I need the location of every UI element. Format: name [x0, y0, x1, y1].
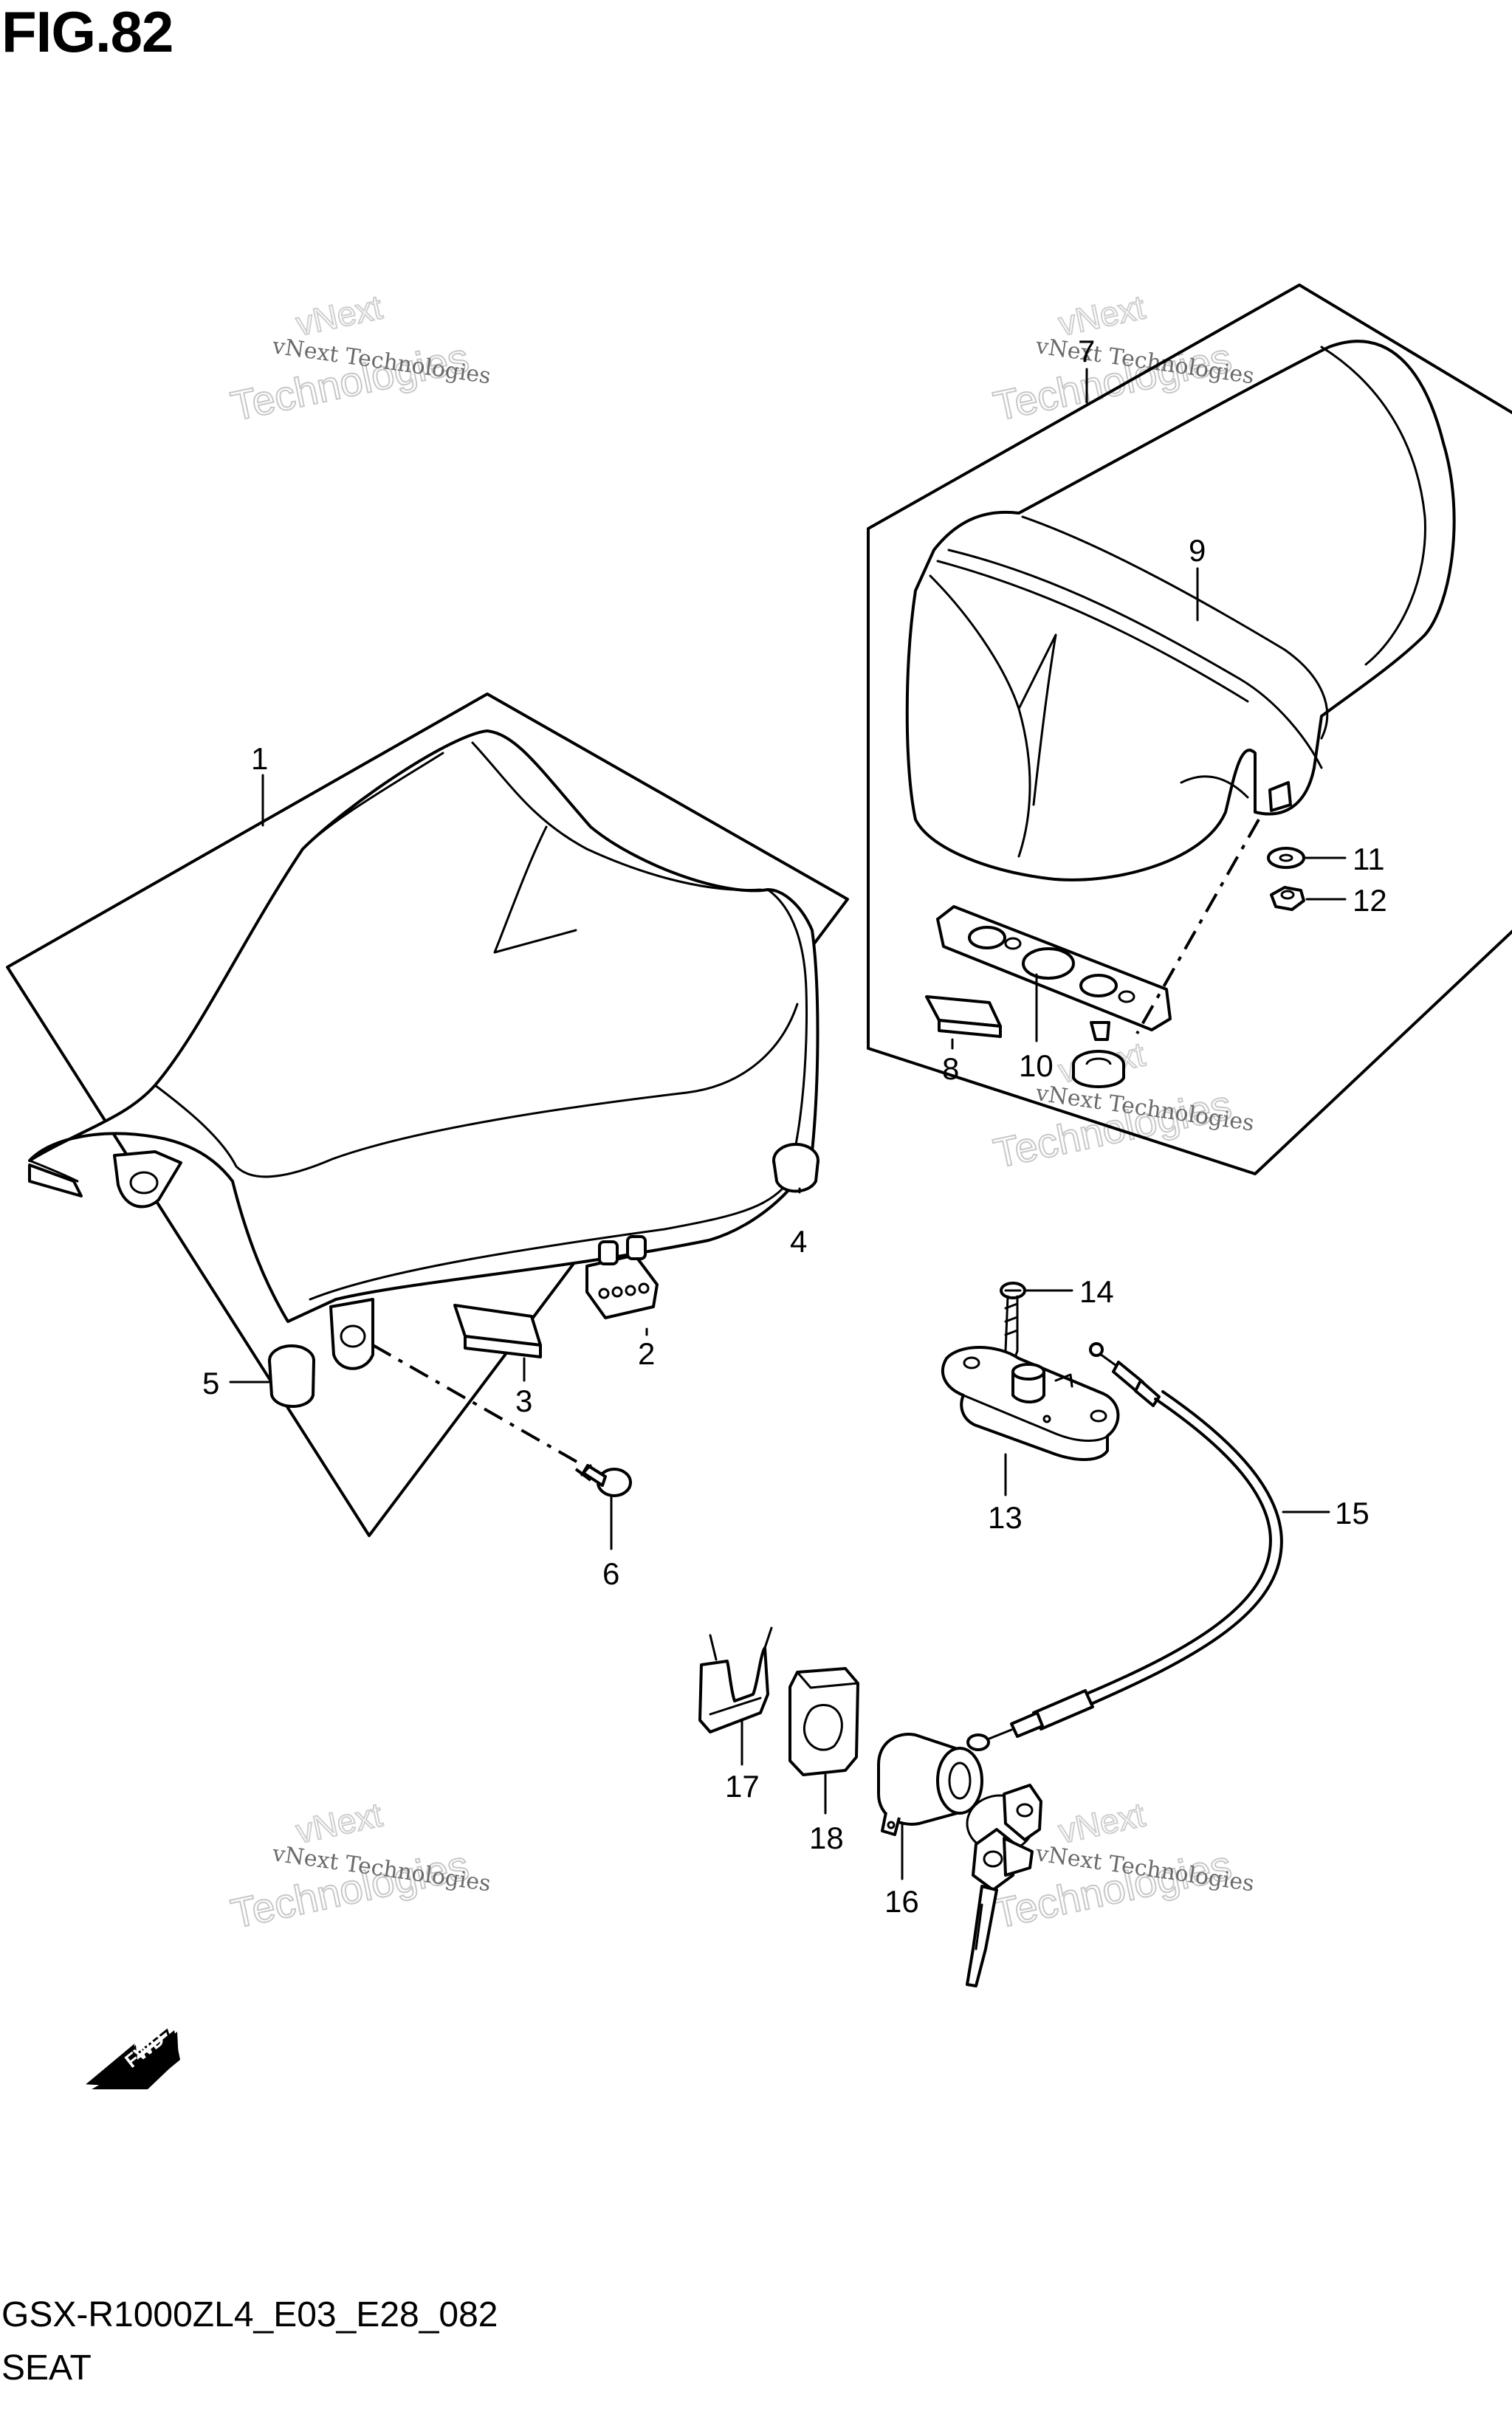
callout-7: 7 — [1078, 334, 1095, 368]
lock-screw-part-14 — [1000, 1282, 1026, 1364]
front-seat-group-outline — [6, 692, 849, 1537]
callout-3: 3 — [515, 1384, 532, 1418]
callout-4: 4 — [790, 1224, 807, 1259]
rear-grommet — [1072, 1050, 1125, 1088]
callout-10: 10 — [1019, 1048, 1054, 1083]
callout-13: 13 — [988, 1500, 1023, 1535]
callout-16: 16 — [884, 1884, 919, 1919]
callout-18: 18 — [809, 1821, 844, 1855]
rear-pad-part-8 — [925, 995, 1002, 1038]
cable-clip-part-17 — [698, 1626, 773, 1733]
watermark-brand: vNext — [292, 1795, 385, 1850]
callout-numbers: 1 2 3 4 5 6 7 8 9 10 11 12 13 14 15 16 1… — [202, 334, 1387, 1919]
callout-9: 9 — [1189, 533, 1206, 568]
seat-lock-part-13 — [941, 1346, 1120, 1461]
seat-damper-part-2 — [585, 1235, 659, 1319]
watermark-top-left: vNext Technologies vNext Technologies — [226, 286, 492, 430]
callout-17: 17 — [725, 1769, 760, 1804]
leader-lines — [229, 368, 1347, 1880]
key-lock-part-16 — [877, 1733, 1042, 1987]
seat-lock-cable-part-15 — [966, 1342, 1283, 1751]
rear-seat-cover-part-9 — [905, 340, 1456, 881]
rear-bracket-part-10 — [936, 905, 1172, 1041]
callout-5: 5 — [202, 1366, 219, 1400]
forward-direction-arrow: FWD — [86, 2028, 180, 2089]
watermark-brand: vNext — [292, 287, 385, 343]
callout-11: 11 — [1353, 842, 1385, 876]
rear-seat-group-outline — [867, 283, 1512, 1175]
seat-bolt-part-6 — [372, 1344, 632, 1497]
callout-6: 6 — [602, 1556, 619, 1591]
front-seat — [28, 729, 819, 1370]
rear-seat-group — [867, 283, 1512, 1175]
callout-1: 1 — [251, 741, 268, 776]
seat-cushion-part-4 — [772, 1143, 819, 1193]
section-name: SEAT — [1, 2348, 92, 2388]
watermark-brand: vNext — [1055, 287, 1148, 343]
rear-washer-part-11 — [1267, 847, 1305, 869]
callout-15: 15 — [1335, 1496, 1370, 1530]
model-code: GSX-R1000ZL4_E03_E28_082 — [1, 2295, 498, 2334]
front-seat-group — [6, 692, 849, 1537]
watermark-brand: vNext — [1055, 1795, 1148, 1850]
seat-cushion-part-5 — [268, 1344, 315, 1408]
lock-plate-part-18 — [788, 1667, 859, 1776]
callout-14: 14 — [1079, 1274, 1114, 1309]
figure-title: FIG.82 — [1, 0, 173, 64]
rear-nut-part-12 — [1270, 886, 1305, 911]
callout-2: 2 — [638, 1336, 655, 1371]
callout-12: 12 — [1353, 883, 1387, 918]
seat-pad-part-3 — [453, 1304, 542, 1358]
callout-8: 8 — [942, 1051, 959, 1086]
watermark-bottom-left: vNext Technologies vNext Technologies — [226, 1794, 492, 1937]
